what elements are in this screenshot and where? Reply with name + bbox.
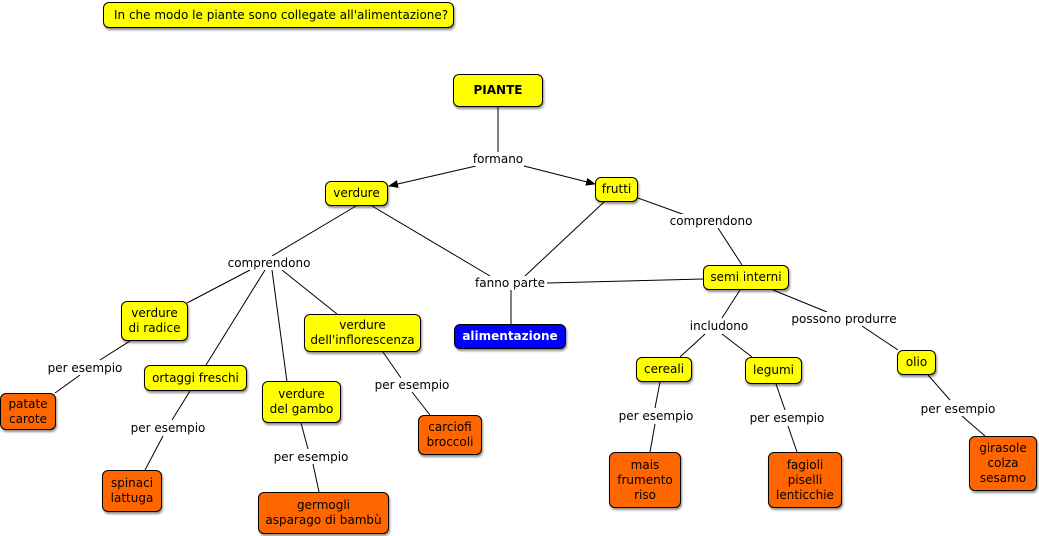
line-per-esempio-fagioli <box>787 425 798 453</box>
line-verdure-comprendono <box>271 205 357 257</box>
node-verdure[interactable]: verdure <box>325 181 388 206</box>
link-label-includono: includono <box>688 319 750 333</box>
node-semi-interni[interactable]: semi interni <box>703 265 789 290</box>
node-mais-frumento-riso[interactable]: mais frumento riso <box>609 452 681 508</box>
node-verdure-del-gambo[interactable]: verdure del gambo <box>262 381 341 423</box>
line-comprendono-gambo <box>271 269 288 383</box>
node-verdure-inflorescenza[interactable]: verdure dell'inflorescenza <box>304 314 421 352</box>
node-verdure-di-radice[interactable]: verdure di radice <box>121 301 188 341</box>
link-label-comprendono-frutti: comprendono <box>668 214 754 228</box>
node-spinaci-lattuga[interactable]: spinaci lattuga <box>102 470 162 512</box>
line-comprendono-semi <box>717 227 743 266</box>
focus-question: In che modo le piante sono collegate all… <box>103 2 454 28</box>
line-semi-includono <box>721 289 741 319</box>
line-legumi-per-esempio <box>775 383 786 411</box>
link-label-comprendono-verdure: comprendono <box>226 256 312 270</box>
link-label-per-esempio-olio: per esempio <box>919 402 997 416</box>
link-label-per-esempio-legumi: per esempio <box>748 411 826 425</box>
line-ortaggi-per-esempio <box>171 390 191 421</box>
node-girasole-colza-sesamo[interactable]: girasole colza sesamo <box>969 436 1037 491</box>
node-frutti[interactable]: frutti <box>595 177 638 202</box>
line-per-esempio-patate <box>54 374 81 394</box>
node-fagioli-piselli-lenticchie[interactable]: fagioli piselli lenticchie <box>768 452 842 508</box>
line-frutti-comprendono <box>634 196 686 216</box>
link-label-per-esempio-cereali: per esempio <box>617 409 695 423</box>
line-semi-fanno-parte <box>546 278 704 284</box>
node-piante[interactable]: PIANTE <box>453 74 543 107</box>
arrow-formano-frutti <box>523 165 596 186</box>
node-patate-carote[interactable]: patate carote <box>0 393 56 430</box>
focus-question-text: In che modo le piante sono collegate all… <box>114 8 449 22</box>
line-olio-per-esempio <box>927 374 951 401</box>
link-label-formano: formano <box>471 152 525 166</box>
line-verdure-fanno-parte <box>371 205 491 277</box>
line-inflorescenza-per-esempio <box>382 351 402 379</box>
line-frutti-fanno-parte <box>524 201 605 277</box>
node-ortaggi-freschi[interactable]: ortaggi freschi <box>144 365 247 391</box>
line-cereali-per-esempio <box>654 381 661 409</box>
line-per-esempio-germogli <box>312 463 320 493</box>
link-label-possono-produrre: possono produrre <box>790 312 898 326</box>
node-carciofi-broccoli[interactable]: carciofi broccoli <box>418 415 482 455</box>
node-cereali[interactable]: cereali <box>636 357 692 382</box>
line-comprendono-radice <box>186 269 251 304</box>
link-label-fanno-parte: fanno parte <box>474 276 546 290</box>
line-possono-produrre-olio <box>861 325 899 351</box>
link-label-per-esempio-ortaggi: per esempio <box>129 421 207 435</box>
line-includono-cereali <box>679 333 706 358</box>
arrow-formano-verdure <box>388 165 477 188</box>
line-includono-legumi <box>721 333 753 358</box>
node-legumi[interactable]: legumi <box>745 357 802 384</box>
line-per-esempio-girasole <box>961 415 986 437</box>
line-comprendono-inflorescenza <box>281 269 338 315</box>
line-per-esempio-spinaci <box>144 435 164 471</box>
line-comprendono-ortaggi <box>205 269 266 366</box>
line-gambo-per-esempio <box>300 422 309 450</box>
link-label-per-esempio-gambo: per esempio <box>272 450 350 464</box>
line-semi-possono-produrre <box>772 289 828 313</box>
line-per-esempio-mais <box>649 423 656 453</box>
line-per-esempio-carciofi <box>411 391 431 416</box>
link-label-per-esempio-radice: per esempio <box>46 361 124 375</box>
node-alimentazione[interactable]: alimentazione <box>454 324 566 349</box>
node-olio[interactable]: olio <box>897 350 936 375</box>
link-label-per-esempio-inflorescenza: per esempio <box>373 378 451 392</box>
line-radice-per-esempio <box>99 340 131 361</box>
node-germogli-asparago[interactable]: germogli asparago di bambù <box>258 492 389 534</box>
